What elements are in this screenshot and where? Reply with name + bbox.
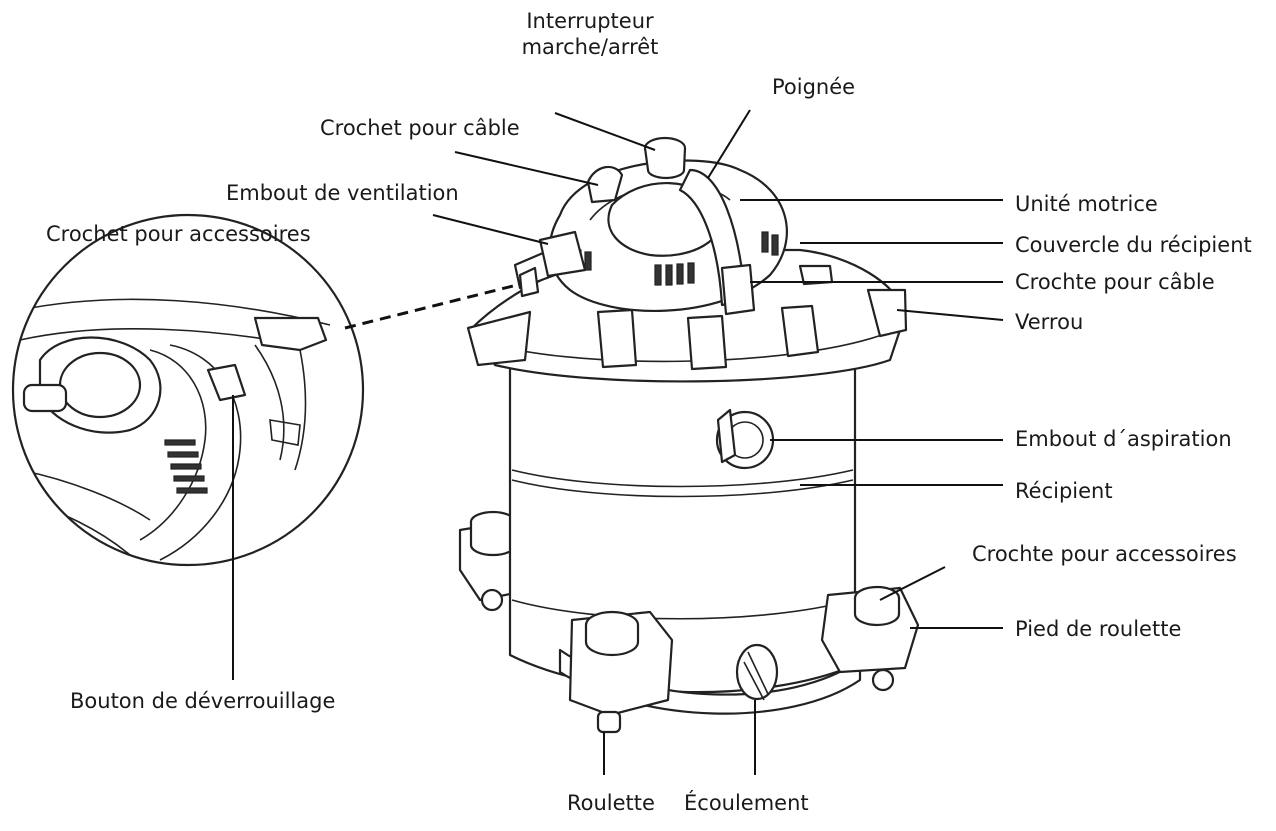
- label-switch: Interrupteur marche/arrêt: [510, 8, 670, 60]
- label-lid: Couvercle du récipient: [1015, 233, 1252, 257]
- label-accessory-hook: Crochet pour accessoires: [46, 222, 311, 246]
- label-switch-line1: Interrupteur: [526, 9, 654, 33]
- leader-lines: [232, 109, 1004, 775]
- label-tank: Récipient: [1015, 479, 1113, 503]
- label-suction-inlet: Embout d´aspiration: [1015, 427, 1232, 451]
- label-power-head: Unité motrice: [1015, 192, 1158, 216]
- label-caster-foot: Pied de roulette: [1015, 617, 1182, 641]
- label-accessory-hook-right: Crochte pour accessoires: [972, 542, 1237, 566]
- label-release-button: Bouton de déverrouillage: [70, 689, 336, 713]
- label-handle: Poignée: [772, 75, 856, 99]
- label-cord-hook-right: Crochte pour câble: [1015, 270, 1215, 294]
- label-latch: Verrou: [1015, 310, 1084, 334]
- label-vent: Embout de ventilation: [226, 181, 459, 205]
- detail-connector-line: [344, 281, 526, 330]
- label-switch-line2: marche/arrêt: [521, 35, 659, 59]
- label-drain: Écoulement: [684, 791, 809, 815]
- label-cord-hook: Crochet pour câble: [320, 116, 520, 140]
- detail-magnifier: [11, 213, 365, 567]
- vacuum-body: [458, 136, 920, 734]
- label-caster: Roulette: [567, 791, 655, 815]
